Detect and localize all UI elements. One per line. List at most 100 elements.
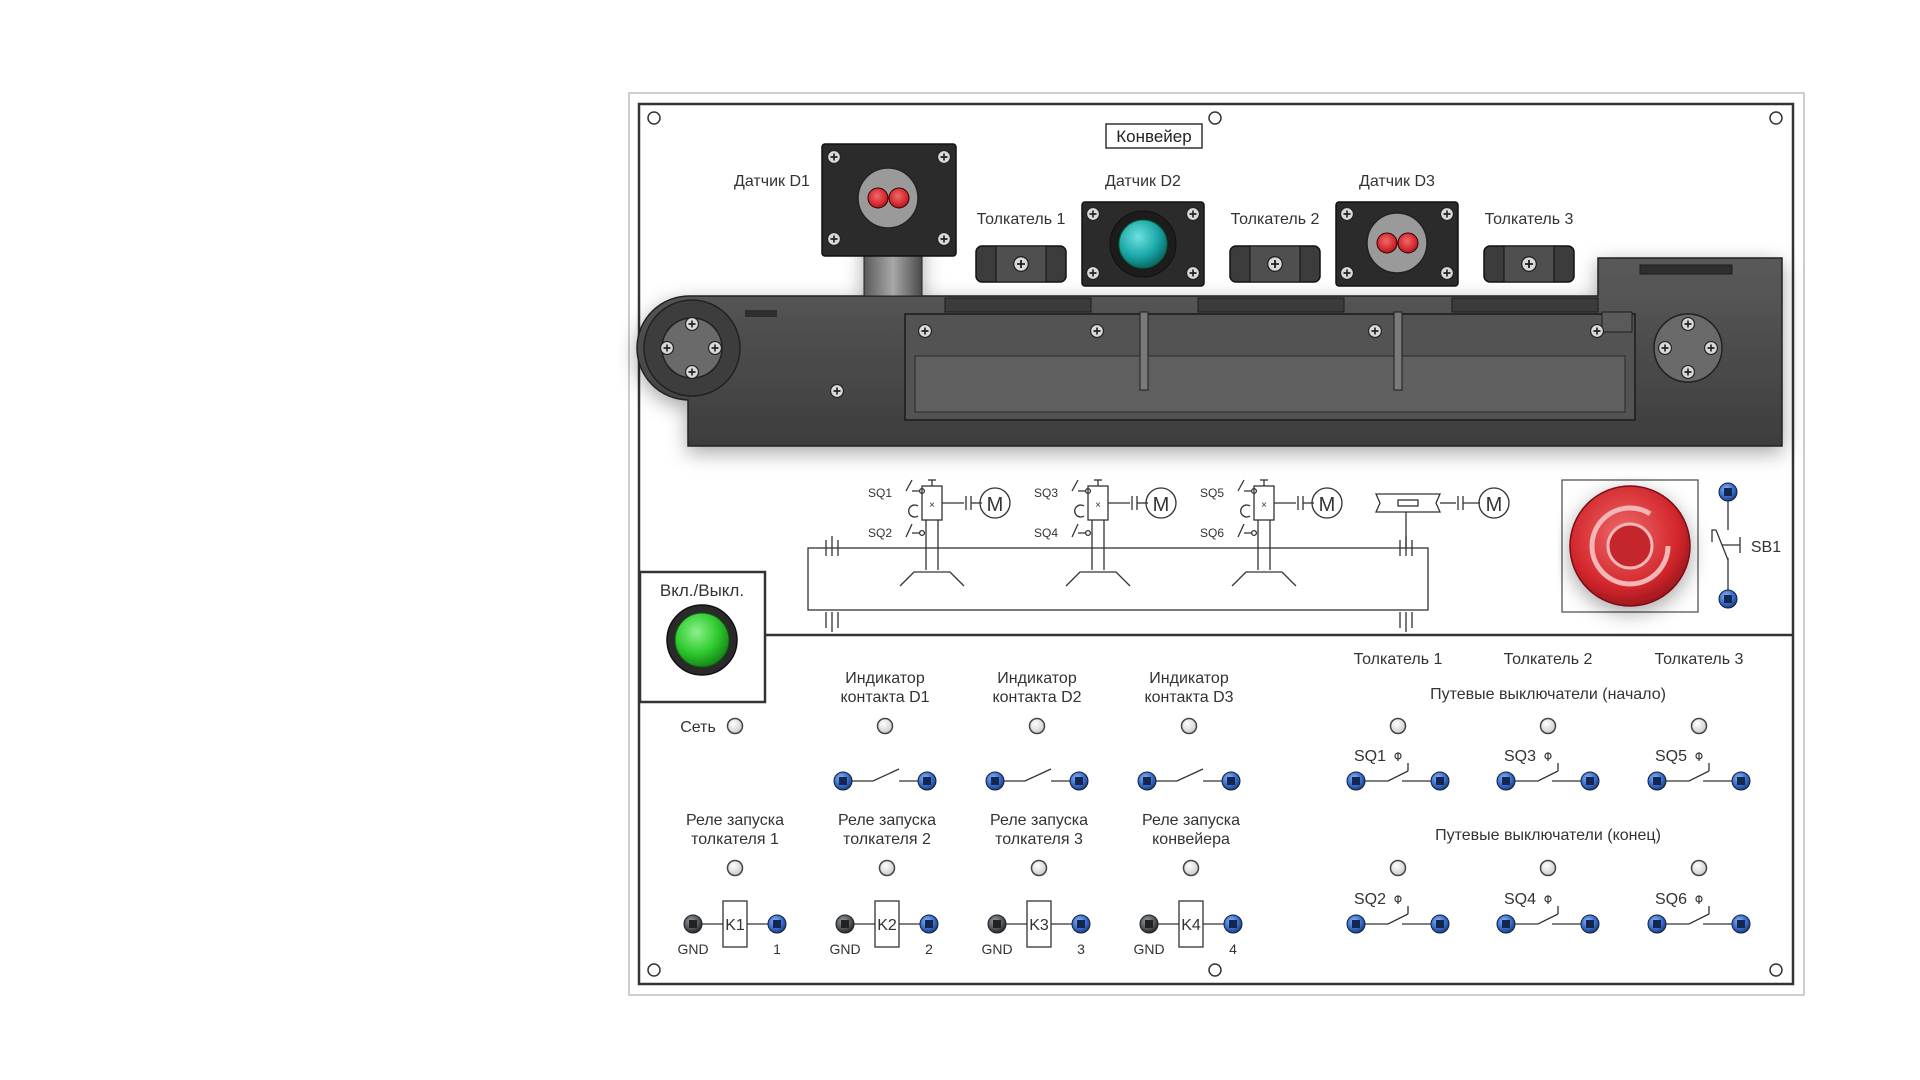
limit-switch-label: SQ4 [1504, 891, 1536, 908]
sensor-d2-lens-icon [1118, 219, 1168, 269]
sensor-d1[interactable] [821, 143, 957, 257]
terminal-jack-core [1229, 920, 1237, 928]
terminal-jack[interactable] [917, 771, 937, 791]
emergency-stop-button[interactable] [1561, 479, 1699, 613]
terminal-jack-core [925, 920, 933, 928]
svg-text:×: × [929, 500, 935, 511]
power-button-cap [674, 612, 730, 668]
schematic-sq2-label: SQ2 [868, 526, 892, 540]
terminal-jack[interactable] [1221, 771, 1241, 791]
terminal-jack[interactable] [833, 771, 853, 791]
terminal-jack[interactable] [985, 771, 1005, 791]
limit-column-1-label: Толкатель 1 [1354, 651, 1443, 668]
schematic-conveyor-drive: M [1374, 487, 1510, 548]
conveyor-slot [1639, 264, 1733, 275]
pusher-3[interactable] [1483, 245, 1575, 283]
sensor-d3-led-icon [1376, 232, 1398, 254]
terminal-jack[interactable] [1346, 914, 1366, 934]
relay-output-label: 1 [773, 941, 781, 957]
terminal-jack[interactable] [767, 914, 787, 934]
limit-actuator-icon [1695, 752, 1703, 761]
terminal-jack[interactable] [1496, 771, 1516, 791]
mounting-holes [647, 111, 1783, 977]
terminal-jack-core [1352, 777, 1360, 785]
relay-label: конвейера [1152, 831, 1230, 848]
motor-icon [979, 487, 1011, 519]
relay-output-label: 4 [1229, 941, 1237, 957]
power-button[interactable] [666, 604, 738, 676]
terminal-jack-core [773, 920, 781, 928]
pusher-2-label: Толкатель 2 [1231, 211, 1320, 228]
mounting-hole-icon [647, 963, 661, 977]
sb1-label: SB1 [1751, 539, 1781, 556]
terminal-jack[interactable] [683, 914, 703, 934]
emergency-stop-ring-icon [1589, 505, 1671, 587]
indicator-lamp [1539, 717, 1557, 735]
terminal-jack[interactable] [1069, 771, 1089, 791]
terminal-jack-core [1352, 920, 1360, 928]
sensor-d2[interactable] [1081, 201, 1205, 287]
relay-label: Реле запуска [1142, 812, 1240, 829]
terminal-jack[interactable] [987, 914, 1007, 934]
contact-indicator-label: контакта D3 [1144, 689, 1233, 706]
contact-indicator-label: Индикатор [845, 670, 925, 687]
sb1-terminals[interactable] [1718, 482, 1738, 609]
terminal-jack-core [839, 777, 847, 785]
limit-switch-label: SQ1 [1354, 748, 1386, 765]
limit-switch-label: SQ6 [1655, 891, 1687, 908]
sensor-d1-led-icon [888, 187, 910, 209]
motor-icon [1478, 487, 1510, 519]
terminal-jack[interactable] [835, 914, 855, 934]
pusher-1[interactable] [975, 245, 1067, 283]
terminal-jack[interactable] [1223, 914, 1243, 934]
sensor-d1-led-icon [867, 187, 889, 209]
terminal-jack[interactable] [1580, 771, 1600, 791]
pusher-2[interactable] [1229, 245, 1321, 283]
schematic-pusher-2: × M SQ3 SQ4 [1034, 479, 1177, 587]
terminal-jack-core [1075, 777, 1083, 785]
terminal-jack[interactable] [1430, 914, 1450, 934]
network-label: Сеть [680, 719, 716, 736]
terminal-jack-core [1077, 920, 1085, 928]
terminal-jack[interactable] [1647, 771, 1667, 791]
pusher-3-head [1503, 245, 1555, 283]
terminal-jack[interactable] [919, 914, 939, 934]
terminal-jack[interactable] [1137, 771, 1157, 791]
relay-coil-label: K3 [1029, 917, 1049, 934]
limit-switch-label: SQ2 [1354, 891, 1386, 908]
sensor-d3[interactable] [1335, 201, 1459, 287]
contact-switch-icon [1004, 768, 1070, 782]
limit-column-2-label: Толкатель 2 [1504, 651, 1593, 668]
indicator-lamp [878, 859, 896, 877]
relay-gnd-label: GND [677, 941, 708, 957]
terminal-jack-core [923, 777, 931, 785]
terminal-jack[interactable] [1731, 771, 1751, 791]
terminal-jack[interactable] [1580, 914, 1600, 934]
terminal-jack[interactable] [1071, 914, 1091, 934]
limit-switch-icon [1365, 763, 1431, 782]
emergency-stop-frame [1561, 479, 1699, 613]
indicator-lamp [1690, 859, 1708, 877]
terminal-jack-core [1502, 777, 1510, 785]
schematic-sq6-label: SQ6 [1200, 526, 1224, 540]
terminal-jack[interactable] [1430, 771, 1450, 791]
mounting-hole-icon [1208, 111, 1222, 125]
pusher-rail-2 [1197, 297, 1345, 313]
terminal-jack[interactable] [1647, 914, 1667, 934]
pusher-arm-2 [1393, 311, 1403, 391]
terminal-jack[interactable] [1731, 914, 1751, 934]
terminal-jack-core [1653, 777, 1661, 785]
pusher-rail-3 [1451, 297, 1599, 313]
indicator-lamp [1028, 717, 1046, 735]
terminal-jack[interactable] [1346, 771, 1366, 791]
relay-label: толкателя 3 [995, 831, 1083, 848]
terminal-jack[interactable] [1496, 914, 1516, 934]
relay-gnd-label: GND [981, 941, 1012, 957]
terminal-jack[interactable] [1139, 914, 1159, 934]
